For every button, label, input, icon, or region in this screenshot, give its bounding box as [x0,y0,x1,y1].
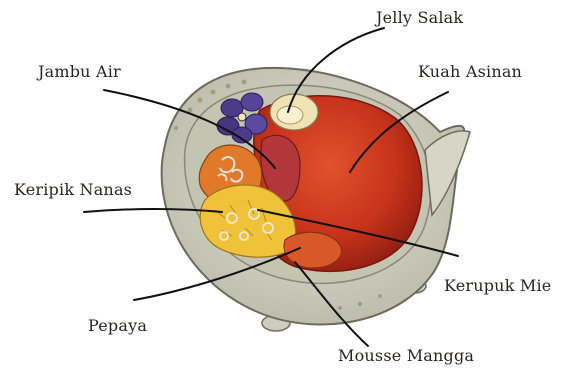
label-mousse-mangga: Mousse Mangga [338,346,474,365]
mousse-mangga [284,232,341,268]
label-kuah-asinan: Kuah Asinan [418,62,522,81]
label-pepaya: Pepaya [88,316,147,335]
label-jambu-air: Jambu Air [38,62,121,81]
label-jelly-salak: Jelly Salak [376,8,463,27]
jelly-salak [270,94,318,130]
label-keripik-nanas: Keripik Nanas [14,180,132,199]
label-kerupuk-mie: Kerupuk Mie [444,276,551,295]
